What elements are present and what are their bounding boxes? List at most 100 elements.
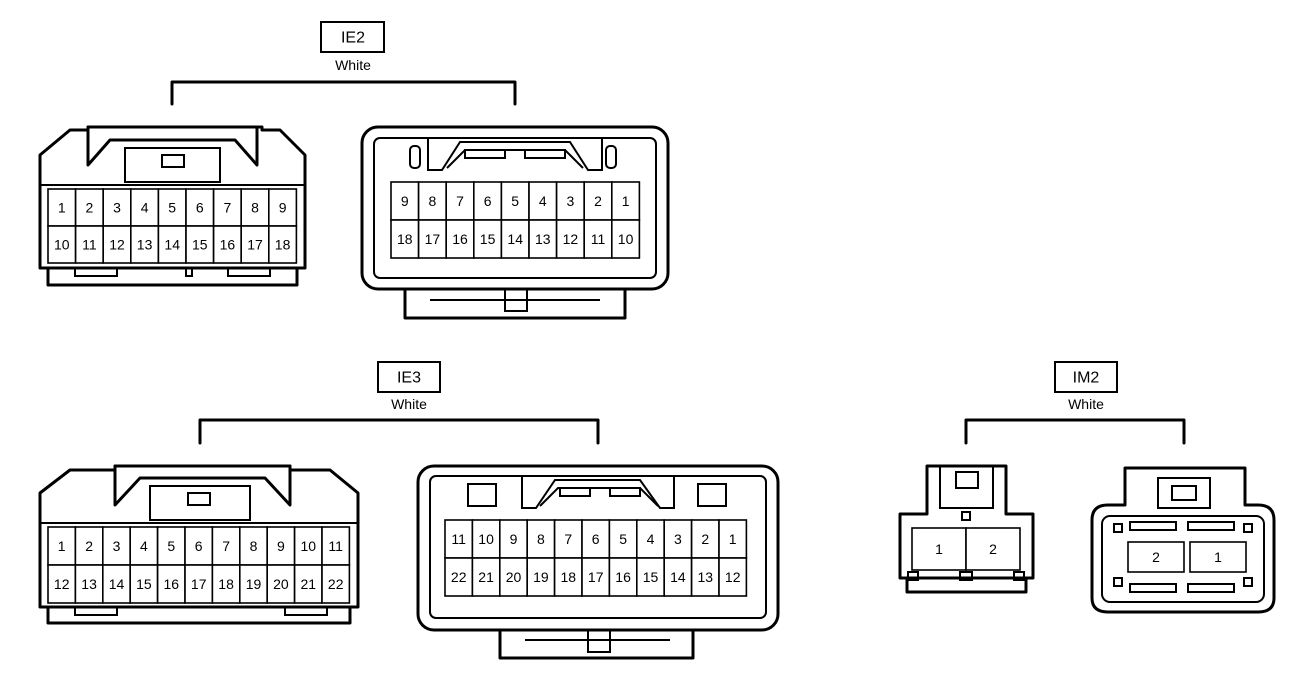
- ie2-left-pin-label: 8: [251, 200, 259, 216]
- ie2-right-pin-label: 4: [539, 193, 547, 209]
- ie2-right-pin-cell: [390, 219, 420, 259]
- im2-right-pin-cell: [1127, 541, 1185, 573]
- ie3-right-pin-cell: [471, 519, 501, 559]
- ie3-right-pin-label: 16: [615, 569, 631, 585]
- ie3-right-pin-label: 18: [561, 569, 577, 585]
- ie2-right-pin-label: 13: [535, 231, 551, 247]
- ie2-left-pin-label: 15: [192, 237, 208, 253]
- ie2-right-pin-label: 18: [397, 231, 413, 247]
- ie3-bracket: [198, 418, 600, 445]
- ie3-left-pin-label: 18: [218, 576, 234, 592]
- ie3-left-pin-label: 3: [113, 538, 121, 554]
- ie3-right-pin-label: 5: [619, 531, 627, 547]
- ie2-left-pin-cell: [267, 225, 298, 264]
- ie3-left-pin-label: 12: [54, 576, 70, 592]
- im2-left-pin-cell: [911, 527, 967, 571]
- ie2-right-pin-label: 11: [591, 231, 606, 247]
- im2-left-pin-label: 2: [989, 541, 997, 557]
- ie2-left-pin-cell: [212, 225, 243, 264]
- ie2-right-pin-label: 10: [618, 231, 634, 247]
- ie2-left-pin-label: 4: [141, 200, 149, 216]
- ie3-left-pin-cell: [211, 564, 241, 604]
- ie2-left-pin-cell: [157, 188, 187, 227]
- ie3-right-pin-label: 14: [670, 569, 686, 585]
- ie3-left-pin-cell: [184, 564, 214, 604]
- im2-code-label: IM2: [1073, 370, 1100, 387]
- ie3-right-pin-cell: [718, 557, 748, 597]
- ie3-left-pin-label: 2: [85, 538, 93, 554]
- ie3-left-pin-label: 14: [109, 576, 125, 592]
- ie2-right-pin-cell: [417, 219, 448, 259]
- ie2-right-pin-cell: [445, 219, 475, 259]
- im2-bracket: [964, 418, 1186, 445]
- ie2-code-label: IE2: [341, 30, 365, 47]
- ie3-left-pin-cell: [266, 526, 296, 566]
- ie3-code-box: [377, 361, 441, 393]
- ie3-left-pin-label: 20: [273, 576, 289, 592]
- ie3-left-pin-label: 16: [164, 576, 180, 592]
- ie3-left-pin-cell: [156, 564, 186, 604]
- ie2-right-pin-label: 3: [567, 193, 575, 209]
- ie3-left-pin-cell: [266, 564, 296, 604]
- ie3-left-pin-label: 9: [277, 538, 285, 554]
- ie3-left-pin-label: 10: [301, 538, 317, 554]
- ie2-left-pin-cell: [185, 188, 215, 227]
- ie3-left-pin-label: 8: [250, 538, 258, 554]
- ie2-left-pin-label: 16: [220, 237, 236, 253]
- ie3-left-pin-cell: [74, 564, 104, 604]
- ie3-right-pin-label: 20: [506, 569, 522, 585]
- ie3-color-label: White: [391, 396, 427, 412]
- ie3-right-pin-label: 6: [592, 531, 600, 547]
- ie3-left-pin-cell: [129, 564, 159, 604]
- ie2-left-pin-label: 9: [279, 200, 287, 216]
- ie2-left-pin-label: 13: [137, 237, 153, 253]
- ie3-right-pin-label: 4: [647, 531, 655, 547]
- ie2-right-pin-label: 16: [452, 231, 468, 247]
- ie3-right-pin-label: 7: [564, 531, 572, 547]
- ie2-right-pin-label: 7: [456, 193, 464, 209]
- ie3-left-pin-label: 13: [81, 576, 97, 592]
- ie2-right-pin-label: 17: [425, 231, 441, 247]
- ie2-right-pin-cell: [583, 181, 613, 221]
- ie2-code-box: [320, 21, 385, 53]
- ie3-left-pin-cell: [47, 564, 77, 604]
- ie2-left-pin-cell: [74, 225, 104, 264]
- ie2-left-pin-label: 7: [224, 200, 232, 216]
- ie2-right-pin-cell: [610, 181, 641, 221]
- ie3-right-pin-label: 10: [478, 531, 494, 547]
- ie2-right-pin-label: 5: [511, 193, 519, 209]
- ie3-code-label: IE3: [397, 370, 421, 387]
- im2-code-box: [1054, 361, 1118, 393]
- ie3-right-pin-label: 22: [451, 569, 467, 585]
- ie2-left-pin-cell: [130, 225, 160, 264]
- ie2-right-pin-label: 9: [401, 193, 409, 209]
- ie2-right-pin-label: 1: [622, 193, 630, 209]
- ie3-left-pin-label: 21: [301, 576, 317, 592]
- ie2-bracket: [170, 80, 517, 106]
- im2-left-pin-cell: [965, 527, 1021, 571]
- ie2-right-pin-label: 6: [484, 193, 492, 209]
- ie3-right-pin-cell: [526, 557, 556, 597]
- ie2-left-pin-label: 5: [168, 200, 176, 216]
- ie2-left-pin-label: 11: [82, 237, 97, 253]
- ie3-right-pin-cell: [663, 557, 693, 597]
- ie3-left-pin-cell: [129, 526, 159, 566]
- ie3-left-pin-cell: [321, 526, 351, 566]
- ie3-left-pin-label: 22: [328, 576, 344, 592]
- ie3-right-pin-label: 2: [701, 531, 709, 547]
- ie3-left-pin-label: 5: [167, 538, 175, 554]
- ie3-right-pin-cell: [608, 557, 638, 597]
- ie2-right-pin-cell: [500, 181, 530, 221]
- ie3-left-pin-label: 6: [195, 538, 203, 554]
